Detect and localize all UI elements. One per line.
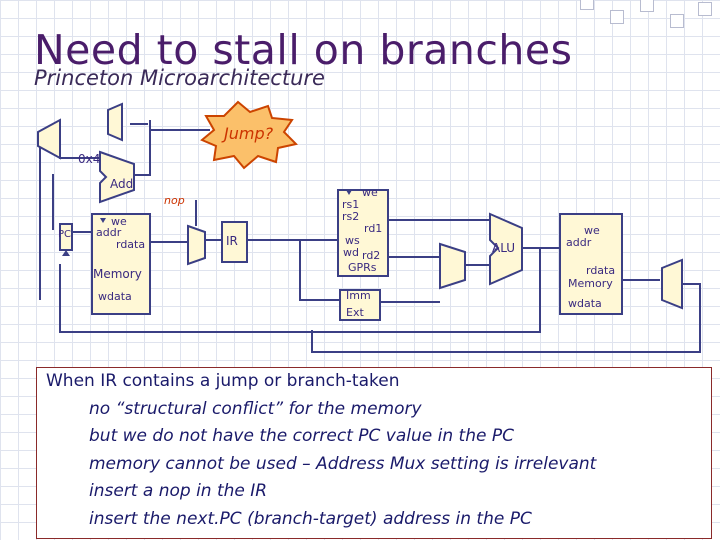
instruction-register [221, 221, 248, 263]
note-line-2: but we do not have the correct PC value … [89, 426, 514, 447]
dmem-addr-label: addr [566, 236, 592, 249]
imem-rdata-label: rdata [116, 238, 146, 251]
note-line-4: insert a nop in the IR [89, 481, 268, 502]
gprs-rd2-label: rd2 [362, 249, 381, 262]
pc-label: PC [58, 229, 72, 240]
wire-add-out [134, 120, 151, 176]
imem-wdata-label: wdata [98, 290, 132, 303]
note-line-3: memory cannot be used – Address Mux sett… [89, 453, 597, 474]
note-line-1: no “structural conflict” for the memory [89, 398, 422, 419]
add-unit [99, 150, 135, 204]
dmem-wdata-label: wdata [568, 297, 602, 310]
jump-label: Jump? [224, 124, 274, 143]
nop-label: nop [164, 194, 185, 207]
wire-branch-target [59, 248, 541, 333]
wire-wb-mux-out [311, 283, 701, 353]
nop-mux [187, 224, 206, 266]
gprs-we-arrow [346, 190, 352, 195]
note-line-0: When IR contains a jump or branch-taken [46, 371, 400, 391]
top-mux [107, 102, 123, 142]
writeback-mux [661, 258, 683, 310]
dmem-name-label: Memory [568, 277, 613, 290]
gprs-we-label: we [362, 186, 378, 199]
gprs-name-label: GPRs [348, 261, 377, 274]
imem-we-arrow [100, 218, 106, 223]
const-4-label: 0x4 [78, 152, 101, 166]
alu-input-mux [439, 242, 466, 290]
pc-mux [37, 118, 61, 160]
note-line-5: insert the next.PC (branch-target) addre… [89, 508, 532, 529]
alu-label: ALU [492, 241, 516, 255]
imem-name-label: Memory [93, 267, 142, 281]
dmem-we-label: we [584, 224, 600, 237]
instruction-memory [91, 213, 151, 315]
gpr-file [337, 189, 389, 277]
alu-unit [489, 212, 523, 286]
jump-decision-star [200, 100, 298, 170]
gprs-ws-label: ws [345, 234, 360, 247]
ir-label: IR [226, 234, 238, 248]
imm-label: Imm [346, 289, 371, 302]
gprs-rd1-label: rd1 [364, 222, 383, 235]
imem-we-label: we [111, 215, 127, 228]
gprs-wd-label: wd [343, 246, 359, 259]
ext-label: Ext [346, 306, 364, 319]
corner-decoration [570, 0, 720, 40]
datapath-diagram [37, 100, 701, 353]
notes-box: When IR contains a jump or branch-taken … [36, 367, 712, 539]
imem-addr-label: addr [96, 226, 122, 239]
slide-subtitle: Princeton Microarchitecture [34, 66, 325, 90]
dmem-rdata-label: rdata [586, 264, 616, 277]
pc-clock-arrow [62, 250, 70, 256]
add-label: Add [110, 177, 134, 191]
gprs-rs1-label: rs1 [342, 198, 360, 211]
gprs-rs2-label: rs2 [342, 210, 360, 223]
slide-title: Need to stall on branches [34, 26, 573, 74]
data-memory [559, 213, 623, 315]
imm-ext-unit [339, 289, 381, 321]
wire-ir-to-imm [299, 240, 340, 301]
